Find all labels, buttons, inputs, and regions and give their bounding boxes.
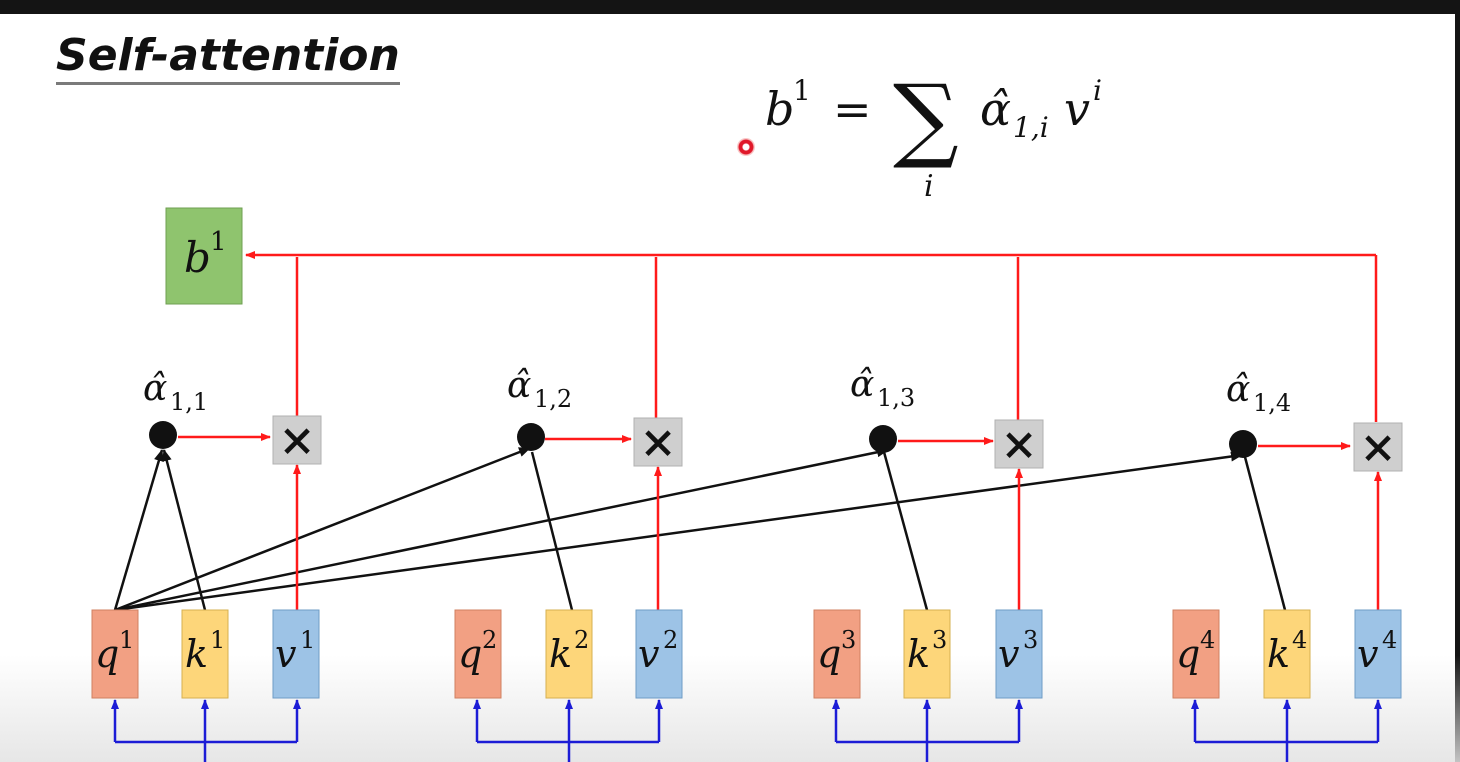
formula-v: v [1064, 82, 1090, 136]
attention-weight-3: α̂ 1,3 [850, 364, 915, 453]
value-3-box: v 3 [995, 609, 1043, 699]
alpha-2-subscript: 1,2 [534, 385, 572, 413]
alpha-1-label: α̂ [143, 368, 167, 409]
output-b-label: b [184, 233, 211, 282]
multiply-node-4: × [1353, 422, 1403, 473]
multiply-node-1: × [272, 415, 322, 466]
svg-text:1: 1 [210, 626, 225, 654]
svg-text:q: q [95, 632, 119, 676]
output-b1-box: b 1 [165, 207, 243, 305]
output-b-superscript: 1 [210, 227, 227, 257]
svg-text:4: 4 [1292, 626, 1307, 654]
alpha-4-subscript: 1,4 [1253, 389, 1291, 417]
alpha-2-label: α̂ [507, 365, 531, 406]
laser-pointer [737, 138, 755, 156]
formula-v-superscript: i [1093, 74, 1102, 107]
formula-b: b [765, 82, 794, 136]
svg-text:1: 1 [300, 626, 315, 654]
svg-text:2: 2 [574, 626, 589, 654]
svg-text:q: q [458, 632, 482, 676]
svg-text:3: 3 [932, 626, 947, 654]
value-4-box: v 4 [1354, 609, 1402, 699]
weighted-sum-lines [245, 251, 1378, 422]
dot-product-lines [113, 446, 1287, 612]
multiply-symbol-1: × [279, 415, 316, 466]
multiply-symbol-3: × [1001, 419, 1038, 470]
weight-to-multiply-arrows [178, 433, 1382, 610]
svg-text:k: k [1267, 632, 1290, 676]
svg-text:v: v [1357, 632, 1379, 676]
svg-text:3: 3 [841, 626, 856, 654]
formula-alpha: α̂ [980, 82, 1011, 136]
alpha-3-subscript: 1,3 [877, 384, 915, 412]
attention-weight-2: α̂ 1,2 [507, 365, 572, 451]
value-2-box: v 2 [635, 609, 683, 699]
svg-text:v: v [998, 632, 1020, 676]
svg-text:q: q [817, 632, 841, 676]
svg-text:k: k [907, 632, 930, 676]
query-1-box: q 1 [91, 609, 139, 699]
value-1-box: v 1 [272, 609, 320, 699]
svg-text:2: 2 [482, 626, 497, 654]
svg-text:3: 3 [1023, 626, 1038, 654]
window-frame-right [1455, 0, 1460, 762]
window-frame-top [0, 0, 1460, 14]
slide-title: Self-attention [56, 34, 400, 85]
multiply-node-2: × [633, 417, 683, 468]
formula-b-superscript: 1 [793, 74, 811, 107]
formula-equals: = [833, 82, 872, 136]
svg-text:v: v [275, 632, 297, 676]
key-2-box: k 2 [545, 609, 593, 699]
svg-text:q: q [1176, 632, 1200, 676]
svg-text:4: 4 [1382, 626, 1397, 654]
svg-text:v: v [638, 632, 660, 676]
alpha-4-label: α̂ [1226, 369, 1250, 410]
summation-formula: b 1 = ∑ i α̂ 1,i v i [765, 65, 1102, 204]
input-projection-arrows [111, 699, 1382, 762]
key-4-box: k 4 [1263, 609, 1311, 699]
attention-weight-1: α̂ 1,1 [143, 368, 208, 449]
alpha-1-subscript: 1,1 [170, 388, 208, 416]
attention-weight-4: α̂ 1,4 [1226, 369, 1291, 458]
svg-text:2: 2 [663, 626, 678, 654]
multiply-node-3: × [994, 419, 1044, 470]
formula-sum-symbol: ∑ [893, 65, 959, 172]
formula-alpha-subscript: 1,i [1013, 111, 1049, 144]
multiply-symbol-4: × [1360, 422, 1397, 473]
svg-text:k: k [185, 632, 208, 676]
query-2-box: q 2 [454, 609, 502, 699]
query-4-box: q 4 [1172, 609, 1220, 699]
key-1-box: k 1 [181, 609, 229, 699]
key-3-box: k 3 [903, 609, 951, 699]
multiply-symbol-2: × [640, 417, 677, 468]
formula-sum-index: i [924, 169, 934, 204]
svg-text:4: 4 [1200, 626, 1215, 654]
svg-text:k: k [549, 632, 572, 676]
alpha-3-label: α̂ [850, 364, 874, 405]
svg-text:1: 1 [119, 626, 134, 654]
query-3-box: q 3 [813, 609, 861, 699]
